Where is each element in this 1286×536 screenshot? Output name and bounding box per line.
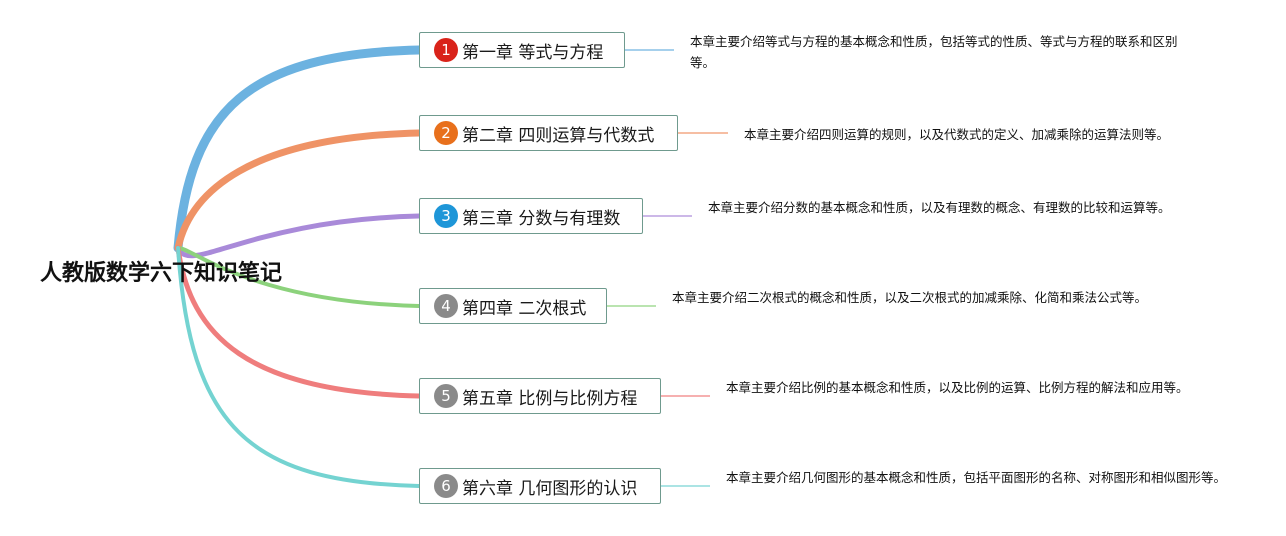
branch-line-3 [175,213,422,259]
chapter-description-1: 本章主要介绍等式与方程的基本概念和性质，包括等式的性质、等式与方程的联系和区别等… [690,34,1178,70]
number-badge-icon: 5 [434,384,458,408]
number-badge-icon: 1 [434,38,458,62]
number-badge-icon: 2 [434,121,458,145]
chapter-label: 第三章 分数与有理数 [462,208,621,229]
chapter-description-2: 本章主要介绍四则运算的规则，以及代数式的定义、加减乘除的运算法则等。 [744,127,1170,142]
number-badge-icon: 6 [434,474,458,498]
chapter-label: 第六章 几何图形的认识 [462,478,638,499]
root-topic: 人教版数学六下知识笔记 [40,261,283,286]
branch-line-1 [173,45,424,253]
number-badge-icon: 4 [434,294,458,318]
branch-line-4 [176,246,421,308]
chapter-label: 第四章 二次根式 [462,298,587,319]
chapter-description-3: 本章主要介绍分数的基本概念和性质，以及有理数的概念、有理数的比较和运算等。 [708,200,1171,215]
number-badge-icon: 3 [434,204,458,228]
chapter-description-4: 本章主要介绍二次根式的概念和性质，以及二次根式的加减乘除、化简和乘法公式等。 [672,290,1148,305]
chapter-description-6: 本章主要介绍几何图形的基本概念和性质，包括平面图形的名称、对称图形和相似图形等。 [726,470,1227,485]
branch-line-6 [176,246,421,488]
branch-line-5 [175,245,422,399]
chapter-label: 第五章 比例与比例方程 [462,388,638,409]
chapter-description-5: 本章主要介绍比例的基本概念和性质，以及比例的运算、比例方程的解法和应用等。 [726,380,1189,395]
chapter-label: 第二章 四则运算与代数式 [462,125,655,146]
chapter-label: 第一章 等式与方程 [462,42,604,63]
branch-line-2 [174,129,423,252]
